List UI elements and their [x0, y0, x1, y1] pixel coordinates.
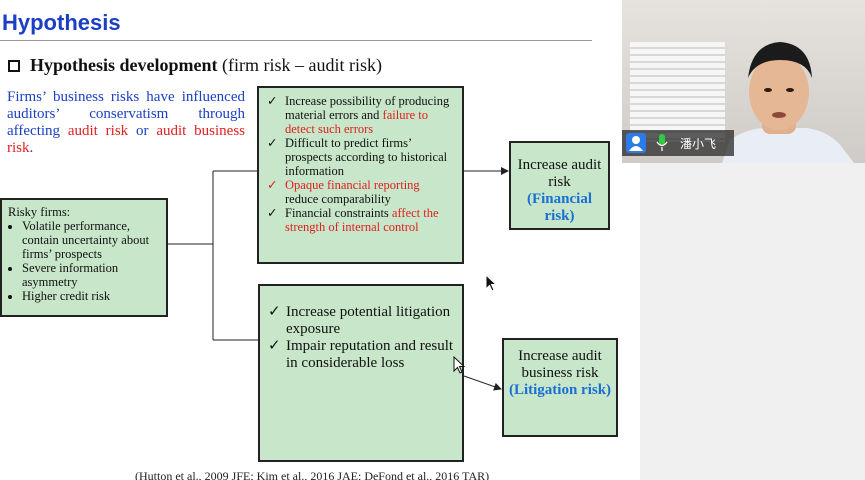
intro-audit-risk: audit risk — [67, 123, 129, 139]
intro-end: . — [29, 140, 34, 156]
risky-firms-heading: Risky firms: — [8, 205, 71, 219]
litigation-risk-factors-box: ✓Increase potential litigation exposure … — [258, 284, 464, 462]
checkmark-icon: ✓ — [267, 178, 278, 192]
checkmark-icon: ✓ — [267, 206, 278, 220]
participant-name: 潘小飞 — [680, 137, 717, 151]
item-text: Increase possibility of producing materi… — [285, 94, 450, 122]
square-bullet-icon — [8, 60, 20, 72]
risky-firms-list: Volatile performance, contain uncertaint… — [8, 219, 160, 303]
risky-firms-box: Risky firms: Volatile performance, conta… — [0, 198, 168, 317]
intro-paragraph: Firms’ business risks have influenced au… — [7, 89, 245, 157]
cursor-arrow-icon — [453, 356, 466, 374]
title-divider — [0, 40, 592, 41]
checklist-item: ✓ Impair reputation and result in conside… — [266, 338, 456, 372]
outcome-sublabel: (Financial risk) — [526, 191, 592, 224]
outcome-sublabel: (Litigation risk) — [508, 382, 612, 398]
intro-audit-business-risk: audit business risk — [7, 123, 245, 156]
checklist-item: ✓ Difficult to predict firms’ prospects a… — [265, 136, 456, 178]
slide-subtitle: Hypothesis development (firm risk – audi… — [8, 55, 382, 76]
list-item: Severe information asymmetry — [22, 261, 160, 289]
avatar-icon — [626, 133, 646, 153]
item-text: Increase potential litigation exposure — [286, 304, 451, 337]
item-text: Difficult to predict firms’ prospects ac… — [285, 136, 448, 178]
item-highlight: affect the strength of internal control — [285, 206, 439, 234]
item-highlight: Opaque financial reporting — [285, 178, 420, 192]
checklist-item: ✓ Increase potential litigation exposure — [266, 304, 456, 338]
checkmark-icon: ✓ — [268, 304, 281, 320]
webcam-video-tile[interactable]: 潘小飞 — [622, 0, 865, 163]
window-shutters — [630, 42, 725, 142]
connector-lines — [168, 167, 509, 391]
participant-video — [722, 42, 854, 163]
item-text: Impair reputation and result in consider… — [286, 338, 454, 371]
subtitle-rest: (firm risk – audit risk) — [217, 55, 382, 75]
intro-or: or — [128, 123, 157, 139]
checkmark-icon: ✓ — [267, 136, 278, 150]
presentation-slide: Hypothesis Hypothesis development (firm … — [0, 0, 640, 480]
microphone-icon[interactable] — [656, 134, 668, 152]
outcome-label: Increase audit business risk — [518, 348, 602, 381]
financial-risk-factors-box: ✓ Increase possibility of producing mater… — [257, 86, 464, 264]
cursor-arrow-icon — [485, 274, 498, 292]
participant-name-bar: 潘小飞 — [622, 130, 734, 156]
list-item: Higher credit risk — [22, 289, 160, 303]
slide-title: Hypothesis — [2, 10, 121, 35]
audit-business-risk-outcome-box: Increase audit business risk (Litigation… — [502, 338, 618, 437]
item-text: reduce comparability — [285, 192, 391, 206]
references-footer: (Hutton et al., 2009 JFE; Kim et al., 20… — [135, 469, 490, 480]
item-text: Financial constraints — [285, 206, 392, 220]
list-item: Volatile performance, contain uncertaint… — [22, 219, 160, 261]
intro-text: Firms’ business risks have influenced au… — [7, 89, 245, 139]
checklist-item: ✓ Increase possibility of producing mater… — [265, 94, 456, 136]
outcome-label: Increase audit risk — [517, 157, 602, 190]
checkmark-icon: ✓ — [268, 338, 281, 354]
checkmark-icon: ✓ — [267, 94, 278, 108]
checklist-item: ✓ Financial constraints affect the streng… — [265, 206, 456, 234]
subtitle-bold: Hypothesis development — [30, 55, 218, 75]
audit-risk-outcome-box: Increase audit risk (Financial risk) — [509, 141, 610, 230]
item-highlight: failure to detect such errors — [285, 108, 428, 136]
